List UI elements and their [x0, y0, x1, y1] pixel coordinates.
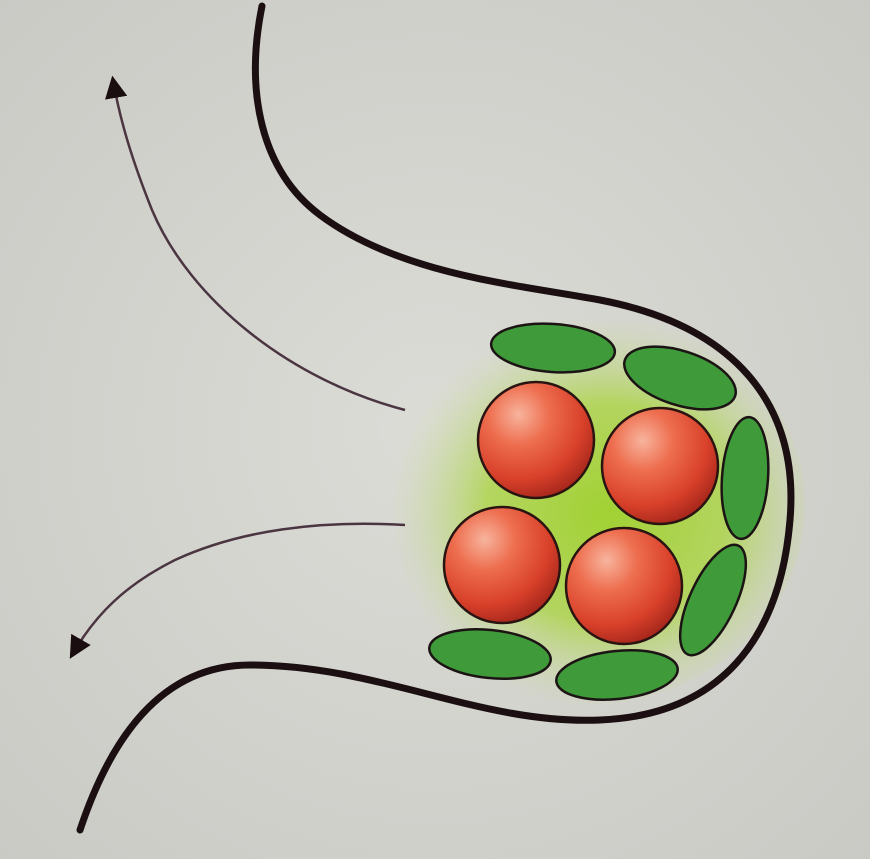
red-sphere-cell	[444, 507, 560, 623]
red-sphere-cell	[478, 382, 594, 498]
red-sphere-cell	[566, 528, 682, 644]
red-sphere-cell	[602, 408, 718, 524]
